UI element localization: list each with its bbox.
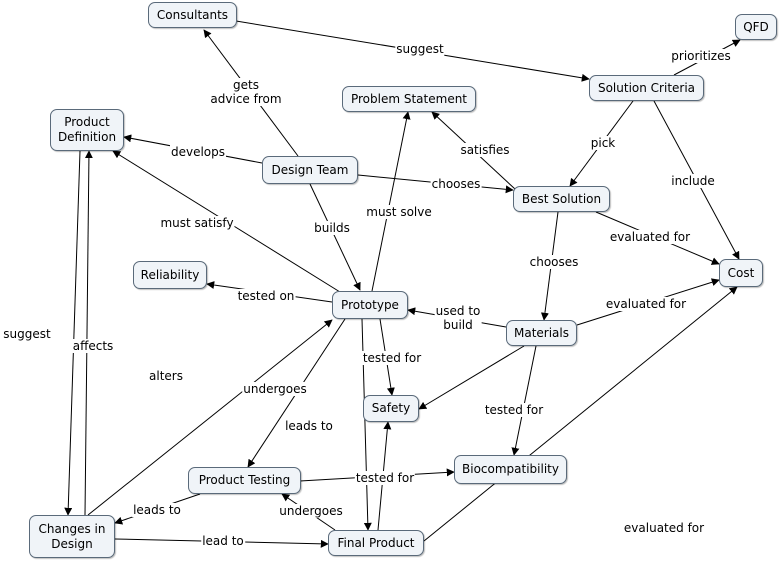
label-leads-to-testing: leads to bbox=[132, 503, 182, 517]
node-biocompatibility[interactable]: Biocompatibility bbox=[454, 455, 567, 484]
node-materials[interactable]: Materials bbox=[506, 320, 577, 346]
label-builds: builds bbox=[313, 221, 351, 235]
label-must-solve: must solve bbox=[365, 205, 433, 219]
label-evaluated-for-materials: evaluated for bbox=[604, 297, 688, 311]
label-evaluated-for-best: evaluated for bbox=[608, 230, 692, 244]
edge-design-team-to-prototype bbox=[309, 183, 361, 291]
label-gets-advice-from: gets advice from bbox=[209, 78, 283, 106]
edge-changes-to-product-definition bbox=[84, 150, 93, 516]
node-consultants[interactable]: Consultants bbox=[148, 2, 237, 28]
node-changes-in-design[interactable]: Changes in Design bbox=[29, 515, 115, 558]
label-used-to-build: used to build bbox=[434, 304, 482, 332]
label-suggest-top: suggest bbox=[395, 42, 445, 56]
node-safety[interactable]: Safety bbox=[363, 395, 419, 422]
node-solution-criteria[interactable]: Solution Criteria bbox=[589, 75, 704, 101]
label-tested-for-testing: tested for bbox=[354, 471, 416, 485]
label-tested-for-proto: tested for bbox=[361, 351, 423, 365]
label-satisfies: satisfies bbox=[459, 143, 511, 157]
label-must-satisfy: must satisfy bbox=[159, 216, 235, 230]
label-include: include bbox=[670, 174, 716, 188]
edge-final-product-to-cost bbox=[423, 286, 738, 542]
label-evaluated-for-final: evaluated for bbox=[622, 521, 706, 535]
label-tested-for-materials: tested for bbox=[483, 403, 545, 417]
node-best-solution[interactable]: Best Solution bbox=[513, 186, 610, 212]
node-product-testing[interactable]: Product Testing bbox=[188, 467, 301, 494]
label-prioritizes: prioritizes bbox=[670, 49, 732, 63]
label-alters: alters bbox=[148, 369, 184, 383]
label-suggest-left: suggest bbox=[2, 327, 52, 341]
label-pick: pick bbox=[589, 136, 617, 150]
label-develops: develops bbox=[169, 145, 227, 159]
edge-changes-to-prototype bbox=[87, 319, 333, 516]
label-lead-to: lead to bbox=[201, 534, 245, 548]
node-problem-statement[interactable]: Problem Statement bbox=[342, 86, 476, 112]
label-leads-to-proto: leads to bbox=[284, 419, 334, 433]
node-product-definition[interactable]: Product Definition bbox=[50, 109, 124, 151]
label-chooses-team: chooses bbox=[430, 177, 482, 191]
label-undergoes-proto: undergoes bbox=[242, 382, 308, 396]
node-prototype[interactable]: Prototype bbox=[332, 291, 408, 319]
label-tested-on: tested on bbox=[236, 289, 296, 303]
edge-materials-to-safety bbox=[418, 345, 525, 410]
node-qfd[interactable]: QFD bbox=[735, 14, 777, 40]
edge-materials-to-biocompatibility bbox=[511, 345, 537, 456]
label-chooses-best: chooses bbox=[528, 255, 580, 269]
node-reliability[interactable]: Reliability bbox=[133, 261, 207, 289]
node-cost[interactable]: Cost bbox=[719, 259, 763, 287]
edge-product-definition-to-changes bbox=[64, 150, 81, 516]
label-affects: affects bbox=[71, 339, 115, 353]
node-final-product[interactable]: Final Product bbox=[328, 530, 424, 556]
node-design-team[interactable]: Design Team bbox=[262, 156, 358, 184]
edge-prototype-to-problem-statement bbox=[371, 111, 411, 292]
label-undergoes-final: undergoes bbox=[278, 504, 344, 518]
